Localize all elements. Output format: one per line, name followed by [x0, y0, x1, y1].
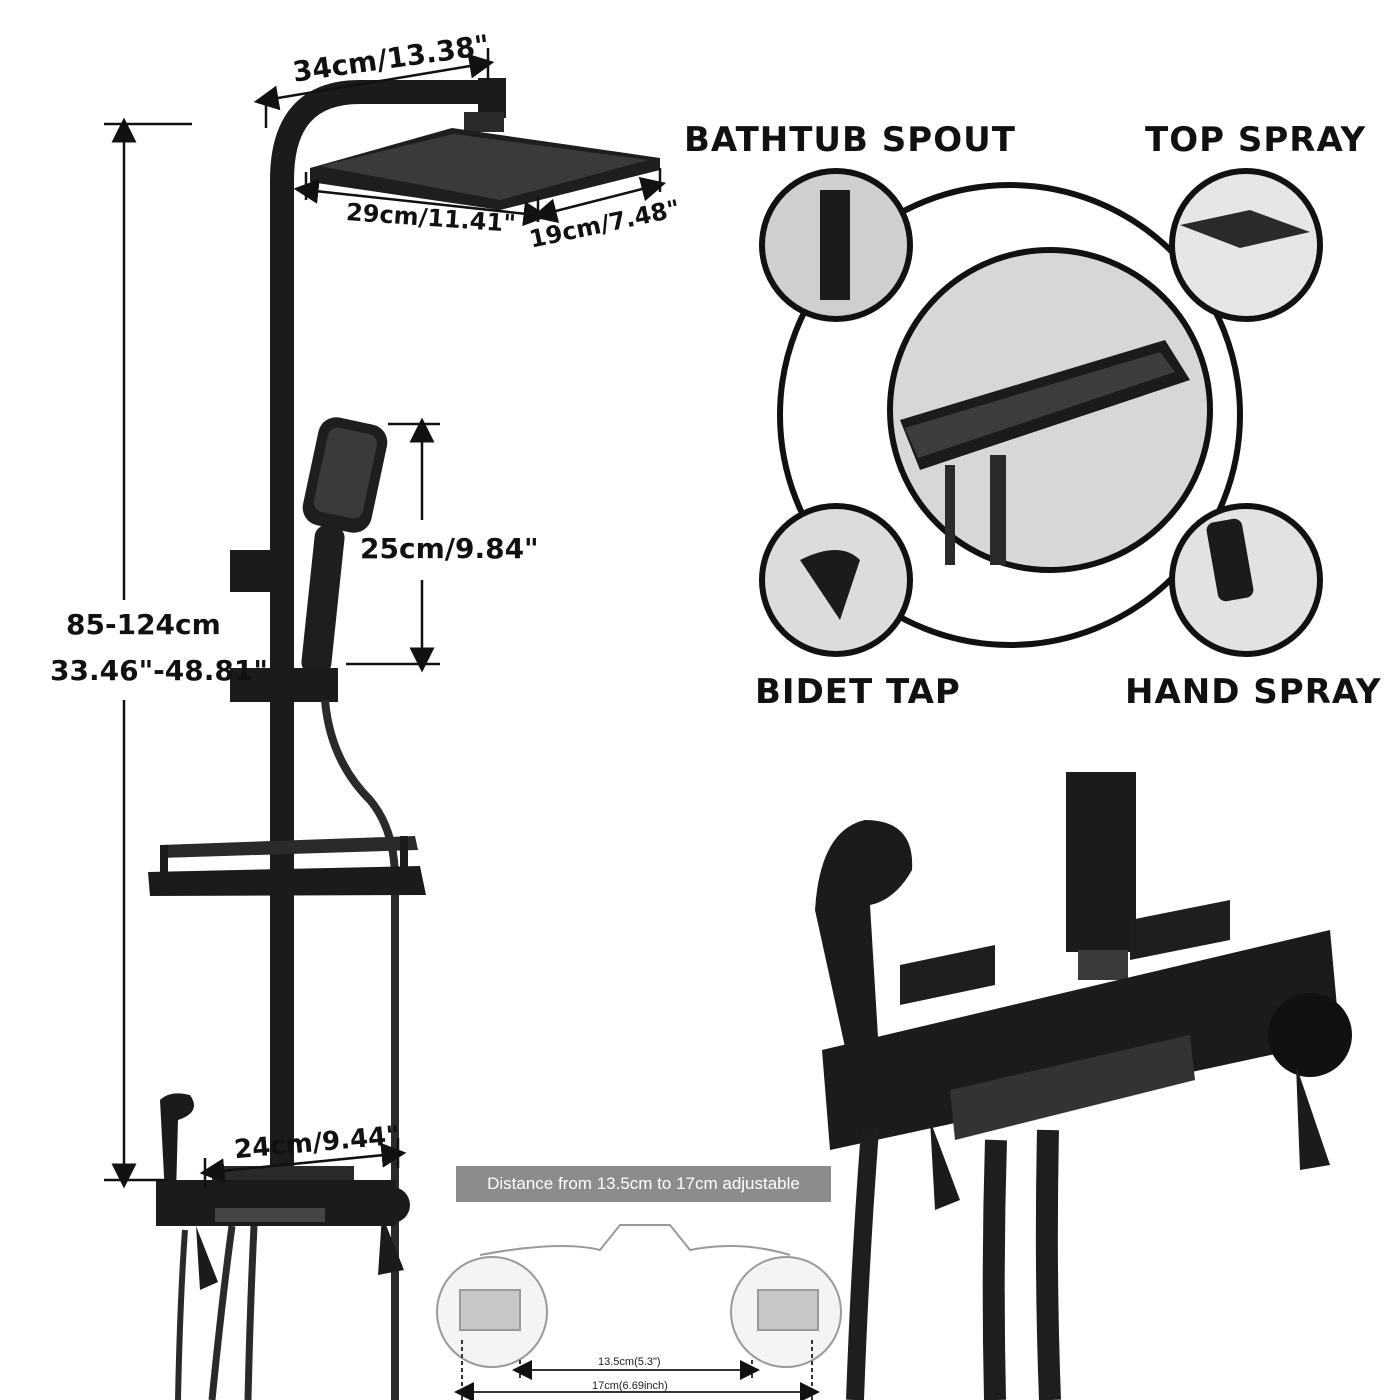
dimension-lines	[104, 48, 667, 1190]
hand-spray-label: HAND SPRAY	[1125, 672, 1382, 712]
min-distance-label: 13.5cm(5.3")	[598, 1356, 661, 1368]
wall-bracket	[230, 550, 270, 592]
shelf	[148, 836, 426, 896]
height-in-label: 33.46"-48.81"	[50, 654, 268, 687]
handheld-length-label: 25cm/9.84"	[360, 532, 539, 565]
feature-callout	[759, 168, 1323, 657]
hand-shower	[301, 417, 388, 675]
bidet-tap-label: BIDET TAP	[755, 672, 961, 712]
top-spray-label: TOP SPRAY	[1145, 120, 1367, 160]
bidet-sprayer-small	[160, 1093, 194, 1195]
height-cm-label: 85-124cm	[66, 608, 221, 641]
bidet-sprayer-large	[815, 820, 913, 1070]
mixer-valve	[156, 1166, 410, 1290]
hose	[321, 699, 399, 1400]
bathtub-spout-label: BATHTUB SPOUT	[684, 120, 1016, 160]
adjustable-distance-banner: Distance from 13.5cm to 17cm adjustable	[456, 1166, 831, 1202]
max-distance-label: 17cm(6.69inch)	[592, 1380, 668, 1392]
slide-holder	[230, 668, 338, 702]
mixer-detail	[815, 772, 1352, 1400]
adjustable-connector	[436, 1224, 842, 1400]
